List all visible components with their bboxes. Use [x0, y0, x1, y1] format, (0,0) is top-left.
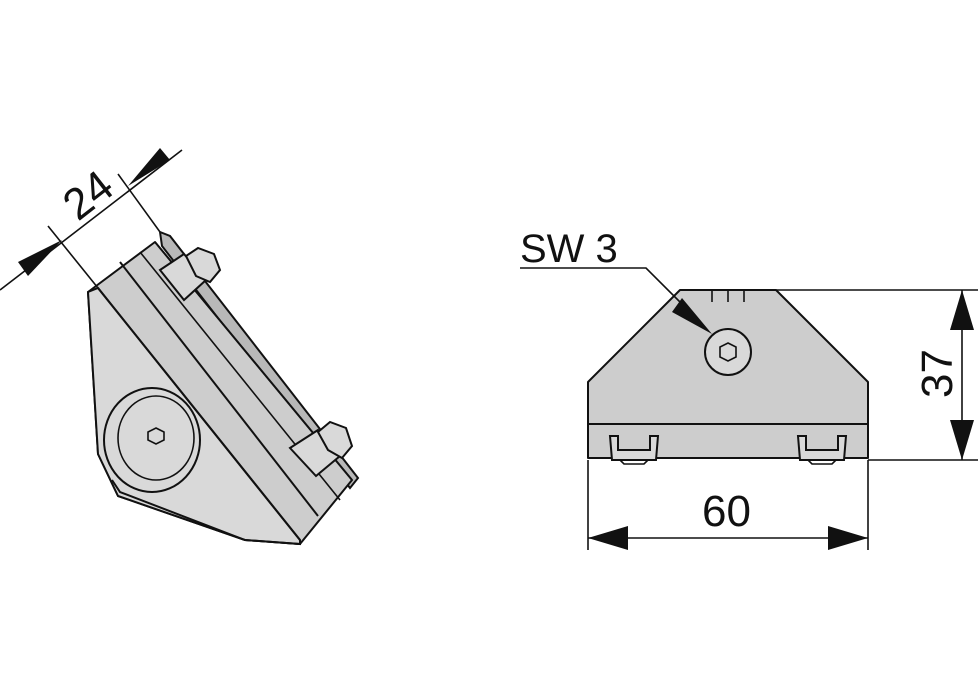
- front-view: [587, 289, 869, 465]
- iso-back-plate: [158, 230, 360, 490]
- hex-socket-icon: [147, 427, 165, 445]
- iso-nut-top: [184, 246, 222, 284]
- dim-37-arrow-top: [950, 290, 974, 330]
- dimension-width: 60: [587, 460, 869, 550]
- isometric-view: [86, 230, 360, 546]
- iso-edge-2: [119, 261, 319, 517]
- iso-bottom-lip: [111, 479, 301, 545]
- dim-60-arrow-right: [828, 526, 868, 550]
- hex-socket-icon: [719, 342, 737, 362]
- front-nut-right: [807, 459, 837, 465]
- callout-sw3: SW 3: [520, 227, 712, 334]
- iso-boss-inner: [117, 395, 195, 481]
- front-screw-head: [704, 328, 752, 376]
- callout-label: SW 3: [520, 227, 618, 271]
- dim-24-extension-1: [47, 225, 99, 289]
- dim-60-arrow-left: [588, 526, 628, 550]
- iso-nut-bottom: [316, 420, 354, 460]
- dim-24-arrow-left: [18, 240, 62, 276]
- dim-24-arrow-right: [128, 148, 170, 186]
- dim-37-label: 37: [913, 349, 962, 398]
- dimension-height: 37: [776, 289, 978, 461]
- dim-37-arrow-bottom: [950, 420, 974, 460]
- front-slot-tab-right: [796, 435, 848, 461]
- iso-edge-1: [97, 287, 301, 541]
- front-nut-left: [619, 459, 649, 465]
- callout-arrow: [672, 298, 712, 334]
- dim-60-label: 60: [702, 487, 751, 536]
- front-slot-tab-left: [608, 435, 660, 461]
- dim-24-extension-2: [117, 173, 161, 233]
- dim-24-label: 24: [54, 161, 123, 230]
